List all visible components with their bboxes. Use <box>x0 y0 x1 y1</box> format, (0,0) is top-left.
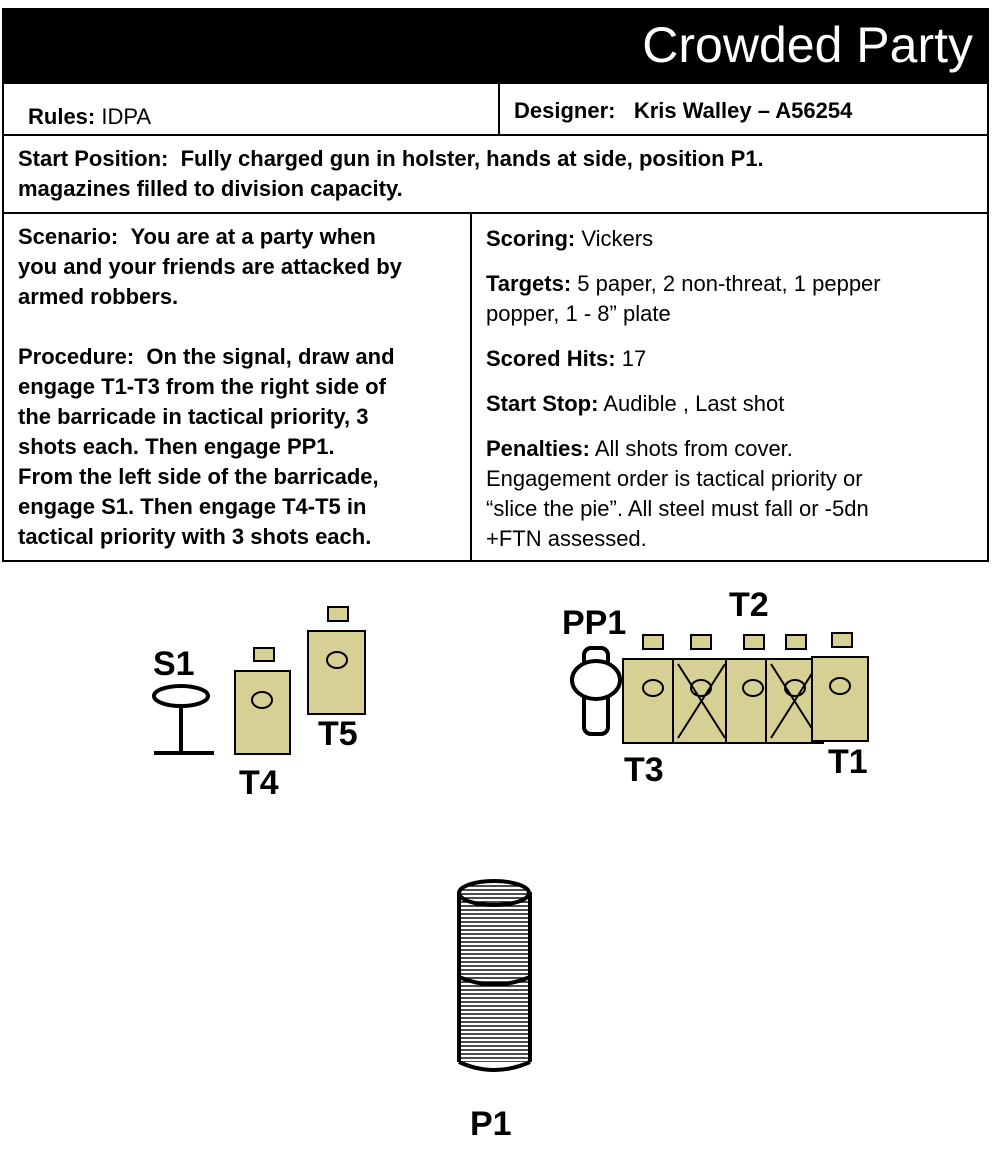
paper-target-t4 <box>234 647 291 755</box>
penalties-line4: +FTN assessed. <box>486 526 647 551</box>
label-t1: T1 <box>828 743 868 781</box>
scenario-line2: you and your friends are attacked by <box>18 254 402 279</box>
targets-line2: popper, 1 - 8” plate <box>486 301 671 326</box>
penalties-line3: “slice the pie”. All steel must fall or … <box>486 496 869 521</box>
non-threat-target-1 <box>672 634 730 744</box>
designer-value: Kris Walley – A56254 <box>633 98 853 123</box>
scoring-row: Scoring: Vickers <box>486 224 881 254</box>
label-t5: T5 <box>318 715 358 753</box>
procedure-line5: From the left side of the barricade, <box>18 464 379 489</box>
scored-hits-label: Scored Hits: <box>486 346 616 371</box>
stage-title: Crowded Party <box>642 17 973 73</box>
pepper-popper-pp1 <box>570 646 622 736</box>
paper-target-t1 <box>811 632 869 742</box>
label-p1: P1 <box>470 1105 512 1143</box>
penalties-line1: All shots from cover. <box>589 436 793 461</box>
paper-target-t3 <box>622 634 677 744</box>
start-stop-value: Audible , Last shot <box>598 391 785 416</box>
start-position-text: Start Position: Fully charged gun in hol… <box>18 144 764 204</box>
targets-row: Targets: 5 paper, 2 non-threat, 1 pepper <box>486 269 881 299</box>
scenario-procedure-box: Scenario: You are at a party when you an… <box>2 212 472 562</box>
penalties-label: Penalties: <box>486 436 590 461</box>
procedure-line2: engage T1-T3 from the right side of <box>18 374 386 399</box>
scenario-line1: You are at a party when <box>130 224 376 249</box>
start-position-label: Start Position: <box>18 146 169 171</box>
label-t3: T3 <box>624 751 664 789</box>
scoring-value: Vickers <box>575 226 654 251</box>
label-s1: S1 <box>153 645 195 683</box>
scenario-label: Scenario: <box>18 224 119 249</box>
start-position-line2: magazines filled to division capacity. <box>18 176 403 201</box>
penalties-line2: Engagement order is tactical priority or <box>486 466 863 491</box>
start-stop-label: Start Stop: <box>486 391 599 416</box>
procedure-line3: the barricade in tactical priority, 3 <box>18 404 369 429</box>
rules-text: Rules: IDPA <box>28 102 151 132</box>
scored-hits-row: Scored Hits: 17 <box>486 344 881 374</box>
label-t4: T4 <box>239 764 279 802</box>
procedure-line1: On the signal, draw and <box>146 344 395 369</box>
targets-line1: 5 paper, 2 non-threat, 1 pepper <box>571 271 881 296</box>
start-position-line1: Fully charged gun in holster, hands at s… <box>180 146 764 171</box>
scenario-line3: armed robbers. <box>18 284 179 309</box>
targets-label: Targets: <box>486 271 572 296</box>
penalties-row: Penalties: All shots from cover. <box>486 434 881 464</box>
label-pp1: PP1 <box>562 604 627 642</box>
designer-text: Designer: Kris Walley – A56254 <box>514 96 852 126</box>
barrel-position-p1 <box>457 879 532 1072</box>
procedure-label: Procedure: <box>18 344 135 369</box>
rules-label: Rules: <box>28 104 96 129</box>
stage-details-box: Scoring: Vickers Targets: 5 paper, 2 non… <box>470 212 989 562</box>
procedure-line4: shots each. Then engage PP1. <box>18 434 335 459</box>
title-banner: Crowded Party <box>2 8 989 82</box>
steel-plate-s1 <box>152 684 214 755</box>
label-t2: T2 <box>729 586 769 624</box>
scored-hits-value: 17 <box>615 346 647 371</box>
paper-target-t2 <box>725 634 769 744</box>
start-stop-row: Start Stop: Audible , Last shot <box>486 389 881 419</box>
paper-target-t5 <box>307 606 366 715</box>
rules-value: IDPA <box>95 104 152 129</box>
scenario-text: Scenario: You are at a party when you an… <box>18 222 402 312</box>
scoring-label: Scoring: <box>486 226 576 251</box>
designer-label: Designer: <box>514 98 616 123</box>
procedure-text: Procedure: On the signal, draw and engag… <box>18 342 395 552</box>
stage-details-text: Scoring: Vickers Targets: 5 paper, 2 non… <box>486 224 881 554</box>
procedure-line6: engage S1. Then engage T4-T5 in <box>18 494 367 519</box>
procedure-line7: tactical priority with 3 shots each. <box>18 524 372 549</box>
